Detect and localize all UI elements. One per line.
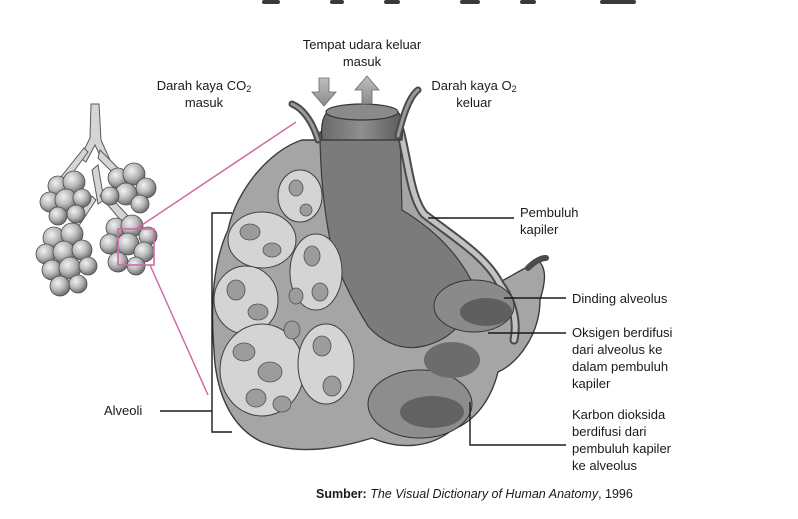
carbon-diffusion-line1: Karbon dioksida: [572, 406, 671, 423]
carbon-diffusion-label: Karbon dioksida berdifusi dari pembuluh …: [572, 406, 671, 474]
source-caption: Sumber: The Visual Dictionary of Human A…: [316, 487, 633, 501]
oxygen-diffusion-label: Oksigen berdifusi dari alveolus ke dalam…: [572, 324, 672, 392]
source-prefix: Sumber:: [316, 487, 367, 501]
o2-label: Darah kaya O2 keluar: [414, 77, 534, 111]
o2-label-subscript: 2: [512, 84, 517, 94]
alveoli-label: Alveoli: [104, 402, 142, 419]
air-arrows: [312, 76, 379, 106]
air-in-arrow: [312, 78, 336, 106]
co2-label: Darah kaya CO2 masuk: [134, 77, 274, 111]
capillary-label: Pembuluh kapiler: [520, 204, 579, 238]
air-out-arrow: [355, 76, 379, 104]
source-year: , 1996: [598, 487, 633, 501]
oxygen-diffusion-line1: Oksigen berdifusi: [572, 324, 672, 341]
carbon-diffusion-line3: pembuluh kapiler: [572, 440, 671, 457]
o2-label-line2: keluar: [414, 94, 534, 111]
carbon-diffusion-line2: berdifusi dari: [572, 423, 671, 440]
co2-label-line2: masuk: [134, 94, 274, 111]
oxygen-diffusion-line4: kapiler: [572, 375, 672, 392]
co2-label-line1: Darah kaya CO: [157, 78, 247, 93]
co2-label-subscript: 2: [246, 84, 251, 94]
capillary-label-line1: Pembuluh: [520, 204, 579, 221]
air-label-line2: masuk: [264, 53, 460, 70]
capillary-label-line2: kapiler: [520, 221, 579, 238]
bronchiole-cluster: [36, 104, 157, 296]
alveolus-wall-label: Dinding alveolus: [572, 290, 667, 307]
air-label-line1: Tempat udara keluar: [264, 36, 460, 53]
cropped-heading-remnant: [262, 0, 636, 4]
air-label: Tempat udara keluar masuk: [264, 36, 460, 70]
oxygen-diffusion-line3: dalam pembuluh: [572, 358, 672, 375]
source-title: The Visual Dictionary of Human Anatomy: [370, 487, 598, 501]
carbon-diffusion-line4: ke alveolus: [572, 457, 671, 474]
o2-label-line1: Darah kaya O: [431, 78, 511, 93]
oxygen-diffusion-line2: dari alveolus ke: [572, 341, 672, 358]
